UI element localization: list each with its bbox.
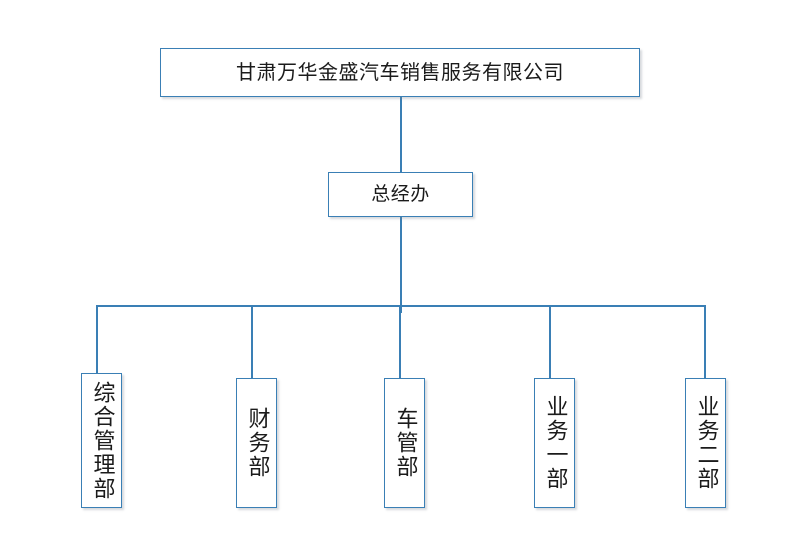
node-department-comprehensive-management-label: 综合管理部 xyxy=(89,380,115,501)
node-department-business-two-label: 业务二部 xyxy=(693,395,719,491)
connector-department-bus xyxy=(96,305,706,307)
node-company-label: 甘肃万华金盛汽车销售服务有限公司 xyxy=(236,59,564,84)
node-department-vehicle-management: 车管部 xyxy=(384,378,425,508)
node-general-manager-office: 总经办 xyxy=(328,172,473,217)
node-department-finance-label: 财务部 xyxy=(244,407,270,479)
connector-drop-department-0 xyxy=(96,305,98,373)
connector-drop-department-4 xyxy=(704,305,706,378)
node-department-business-one-label: 业务一部 xyxy=(542,395,568,491)
node-department-business-two: 业务二部 xyxy=(685,378,726,508)
node-department-business-one: 业务一部 xyxy=(534,378,575,508)
connector-general-manager-to-bus xyxy=(400,217,402,313)
node-company: 甘肃万华金盛汽车销售服务有限公司 xyxy=(160,48,640,97)
node-department-finance: 财务部 xyxy=(236,378,277,508)
node-general-manager-office-label: 总经办 xyxy=(371,183,430,206)
node-department-comprehensive-management: 综合管理部 xyxy=(81,373,122,508)
connector-drop-department-2 xyxy=(399,305,401,378)
connector-drop-department-3 xyxy=(549,305,551,378)
connector-drop-department-1 xyxy=(251,305,253,378)
node-department-vehicle-management-label: 车管部 xyxy=(392,407,418,479)
connector-company-to-general-manager xyxy=(400,97,402,172)
